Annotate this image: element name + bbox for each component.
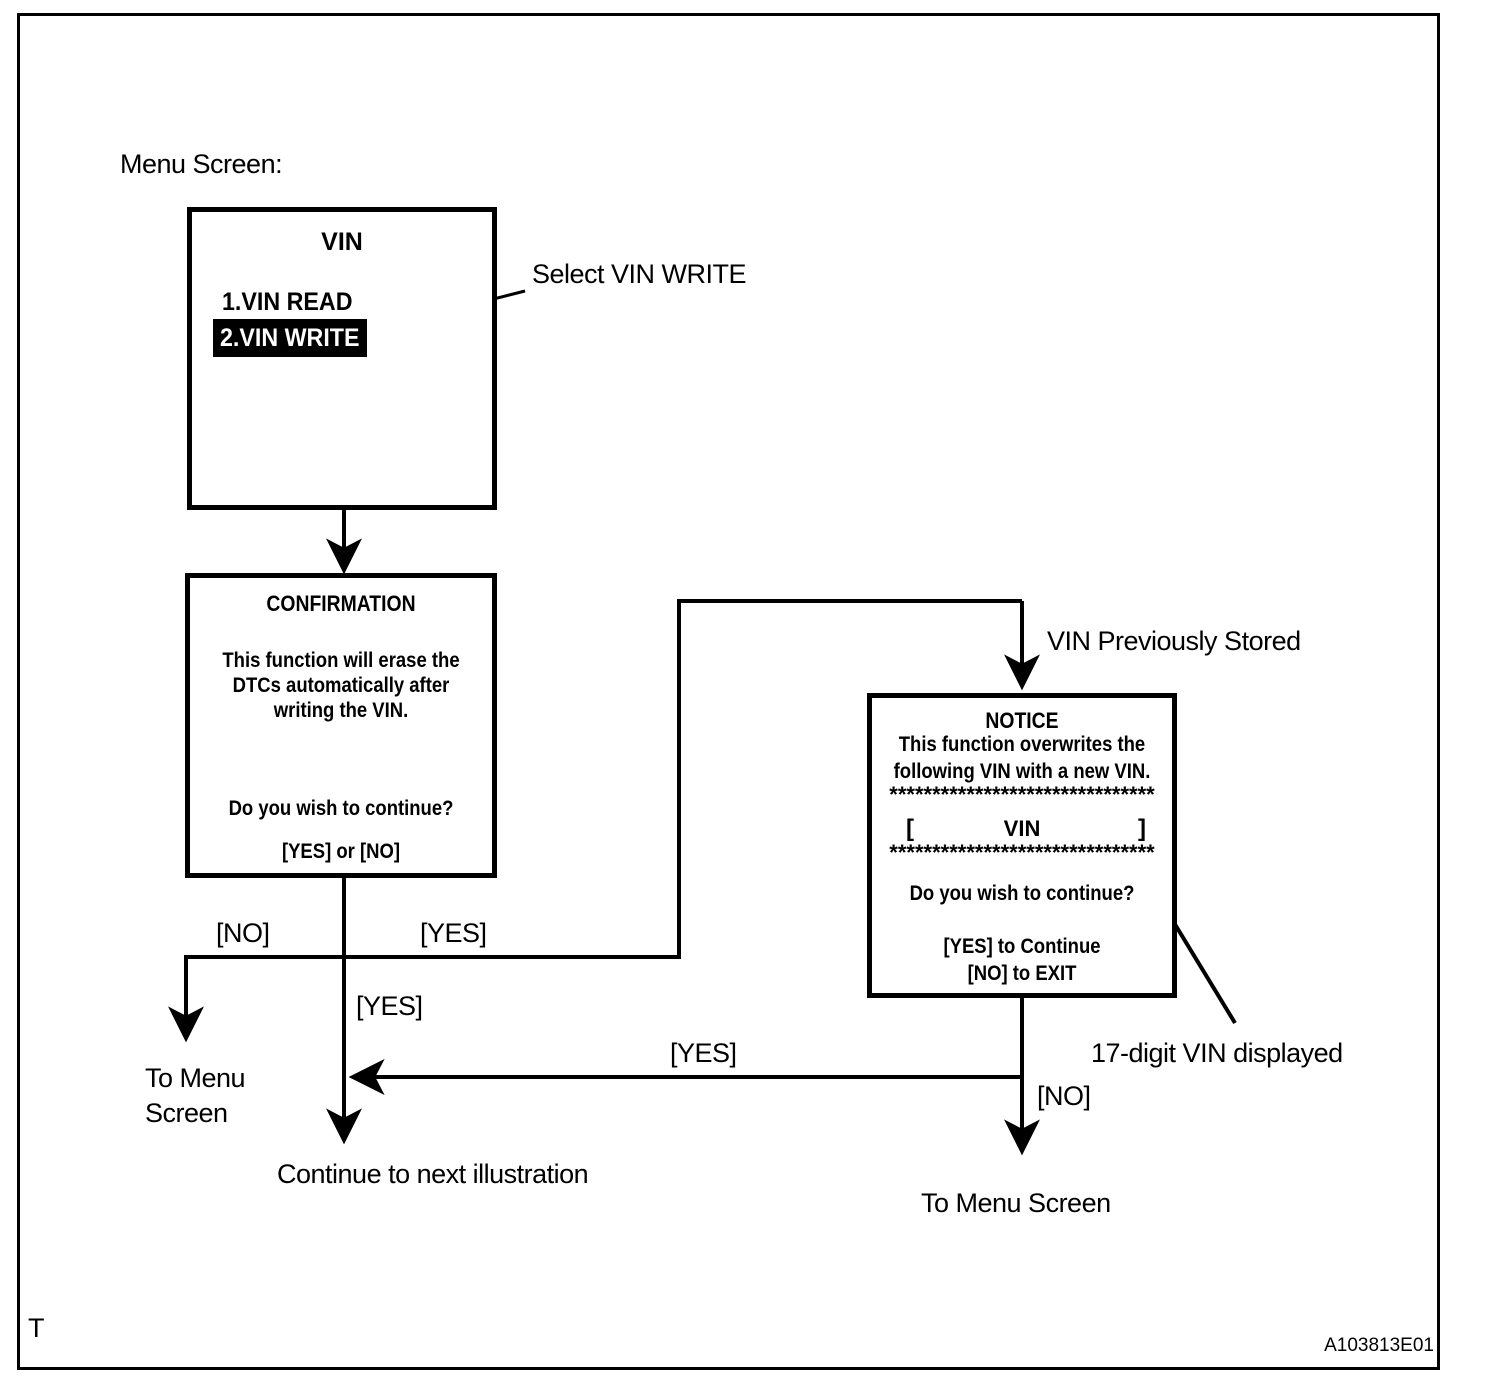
notice-option-no: [NO] to EXIT (967, 962, 1077, 985)
confirmation-screen-box: CONFIRMATION This function will erase th… (185, 573, 497, 878)
notice-separator-bottom: ******************************* (889, 840, 1155, 865)
corner-mark: T (28, 1313, 45, 1343)
continue-next-label: Continue to next illustration (277, 1159, 589, 1189)
vin-previously-stored-label: VIN Previously Stored (1047, 626, 1301, 656)
confirmation-title: CONFIRMATION (266, 591, 416, 616)
vin-open-bracket: [ (906, 815, 914, 842)
confirmation-body-line3: writing the VIN. (273, 699, 409, 722)
menu-item-vin-read: 1.VIN READ (222, 288, 353, 316)
vin-field-label: VIN (1003, 816, 1041, 841)
to-menu-left-line2: Screen (145, 1098, 228, 1128)
notice-option-yes: [YES] to Continue (943, 935, 1101, 958)
confirmation-options: [YES] or [NO] (281, 840, 401, 863)
notice-body-line1: This function overwrites the (898, 733, 1146, 756)
notice-body-line2: following VIN with a new VIN. (893, 760, 1151, 783)
notice-separator-top: ******************************* (889, 782, 1155, 807)
confirmation-question: Do you wish to continue? (228, 797, 454, 820)
to-menu-screen-right-label: To Menu Screen (921, 1188, 1111, 1218)
page-frame (17, 13, 1440, 1370)
confirmation-body: This function will erase the DTCs automa… (208, 648, 474, 723)
vin-digits-note-label: 17-digit VIN displayed (1091, 1038, 1343, 1068)
confirmation-yes-down-label: [YES] (356, 991, 423, 1021)
menu-item-vin-write-label: 2.VIN WRITE (220, 324, 360, 352)
figure-id: A103813E01 (1324, 1335, 1434, 1356)
notice-screen-box: NOTICE This function overwrites the foll… (867, 693, 1177, 998)
vin-menu-title: VIN (321, 228, 363, 256)
notice-no-label: [NO] (1037, 1081, 1091, 1111)
select-vin-write-callout: Select VIN WRITE (532, 259, 747, 289)
vin-menu-screen-box: VIN 1.VIN READ 2.VIN WRITE (187, 207, 497, 510)
to-menu-screen-left-label: To Menu Screen (145, 1061, 246, 1131)
notice-vin-row: [ VIN ] (872, 815, 1172, 842)
menu-item-vin-write-selected: 2.VIN WRITE (213, 319, 367, 357)
notice-question: Do you wish to continue? (909, 882, 1135, 905)
vin-close-bracket: ] (1138, 815, 1146, 842)
confirmation-body-line2: DTCs automatically after (232, 674, 450, 697)
notice-body: This function overwrites the following V… (890, 731, 1154, 785)
notice-yes-label: [YES] (670, 1038, 737, 1068)
notice-title: NOTICE (985, 708, 1059, 733)
confirmation-no-label: [NO] (216, 918, 270, 948)
confirmation-body-line1: This function will erase the (222, 649, 460, 672)
menu-screen-label: Menu Screen: (120, 149, 283, 179)
confirmation-yes-right-label: [YES] (420, 918, 487, 948)
to-menu-left-line1: To Menu (145, 1063, 246, 1093)
